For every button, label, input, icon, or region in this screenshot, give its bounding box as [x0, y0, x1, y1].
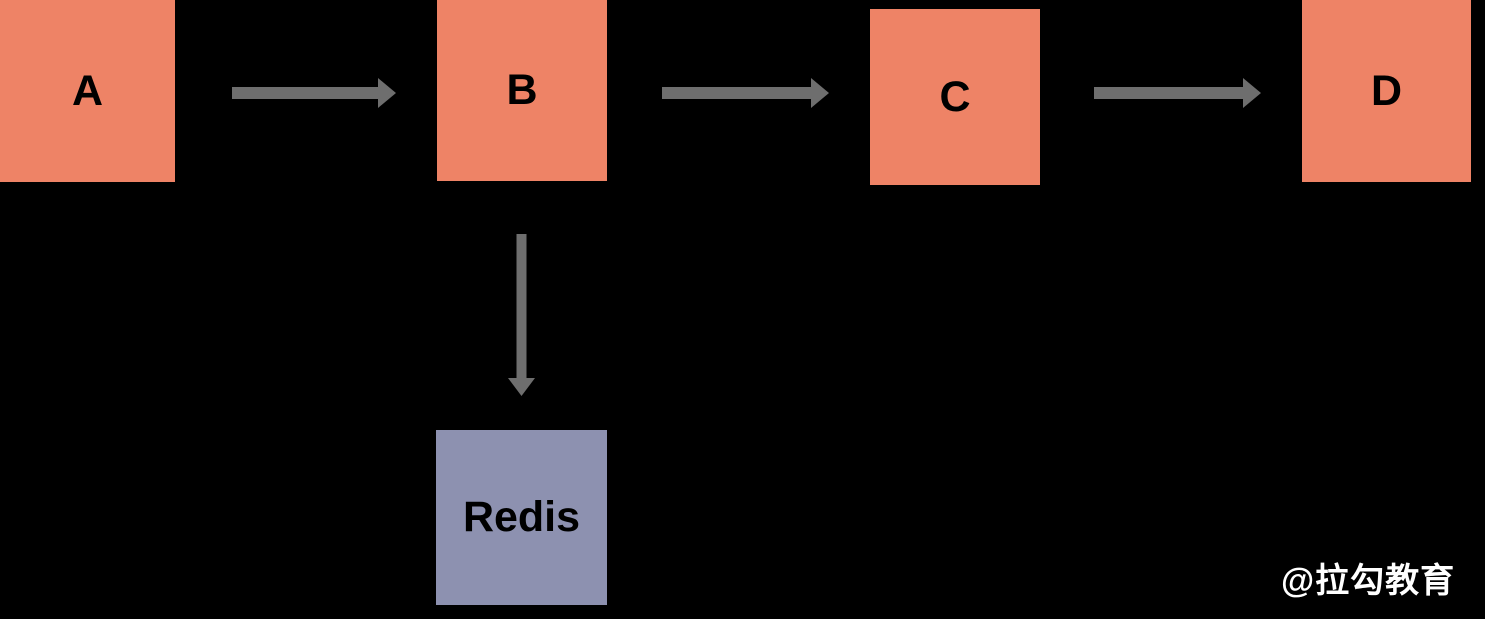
node-redis-label: Redis [462, 493, 581, 541]
node-b[interactable]: B [437, 0, 607, 181]
node-c[interactable]: C [870, 9, 1040, 185]
node-b-label: B [506, 66, 538, 114]
node-a-label: A [71, 66, 104, 115]
node-d[interactable]: D [1302, 0, 1471, 182]
arrow-c-to-d [1094, 78, 1261, 108]
node-c-label: C [939, 72, 971, 121]
watermark: @拉勾教育 [1281, 562, 1456, 600]
arrow-a-to-b [232, 78, 396, 108]
arrow-b-to-redis [508, 234, 535, 396]
node-a[interactable]: A [0, 0, 175, 182]
arrow-b-to-c [662, 78, 829, 108]
node-d-label: D [1370, 66, 1403, 115]
node-redis[interactable]: Redis [436, 430, 607, 605]
